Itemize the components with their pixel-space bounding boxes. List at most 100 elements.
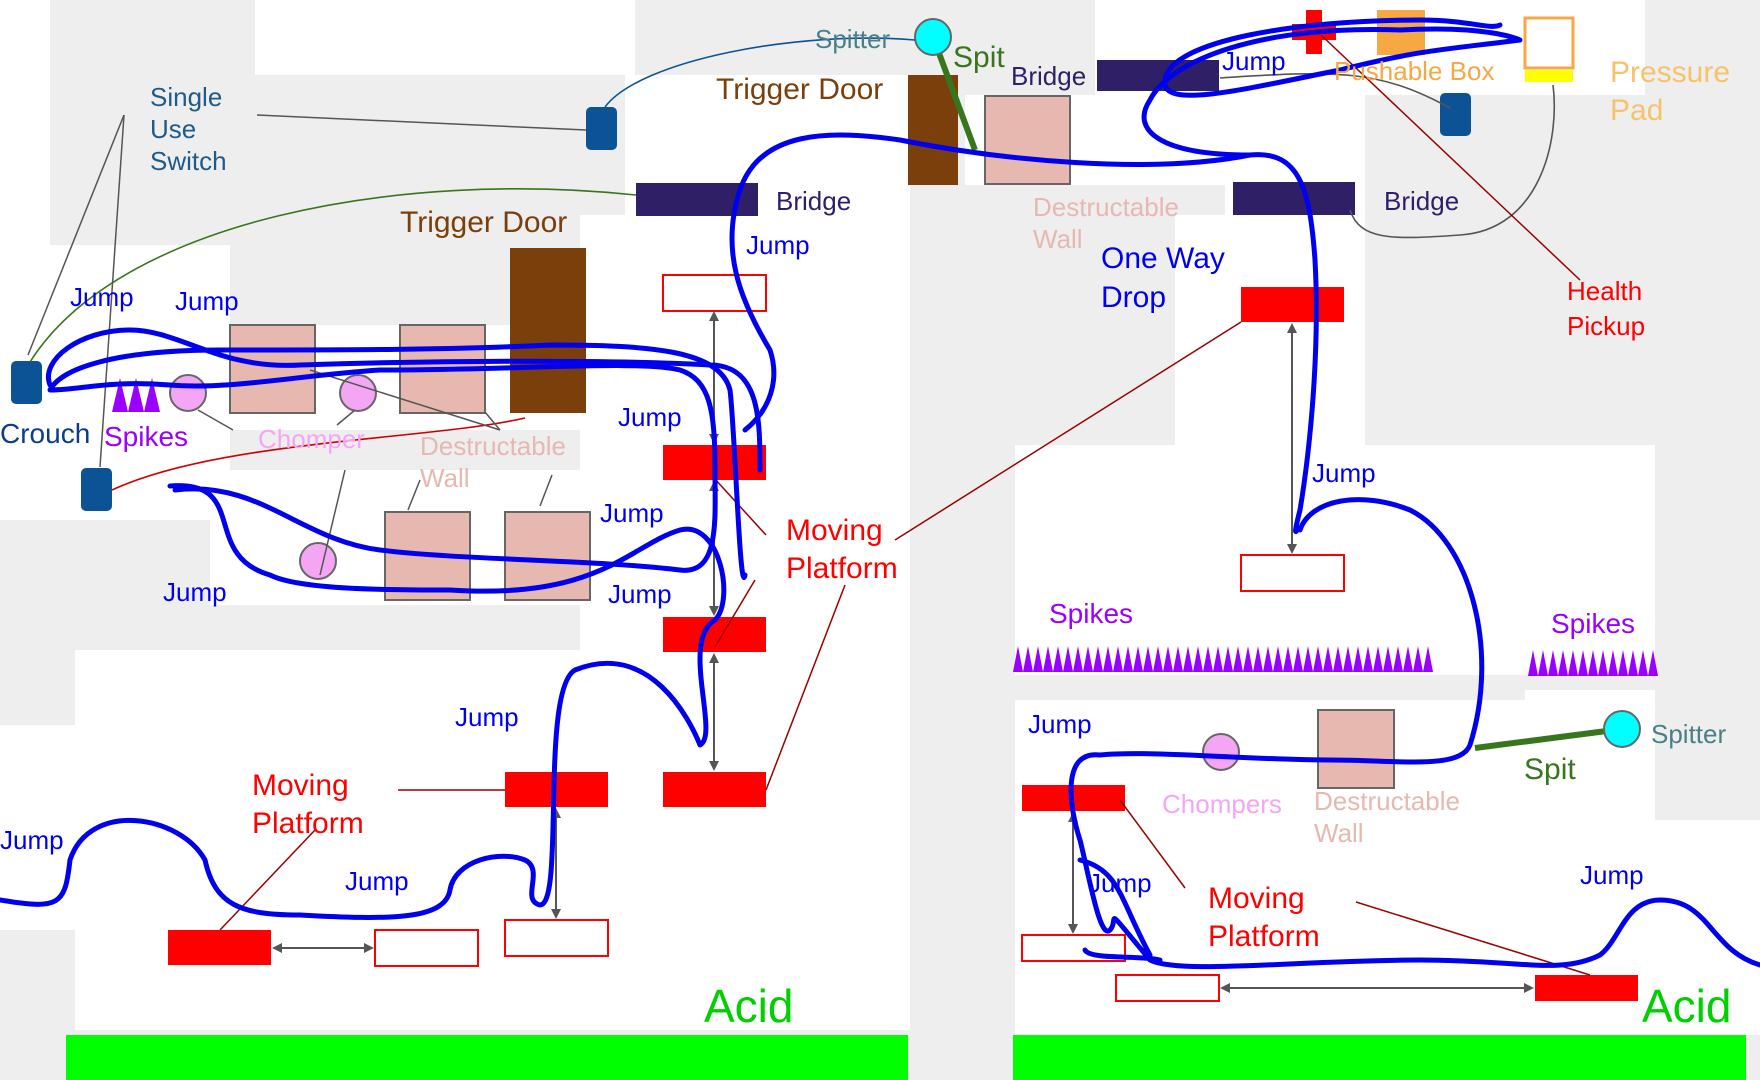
moving-platform-label-2: Platform (786, 552, 898, 585)
jump-label: Jump (608, 579, 672, 609)
pressure-pad-box (1523, 16, 1575, 70)
chompers-label: Chompers (1162, 789, 1282, 819)
spike (1193, 646, 1203, 672)
destructable-wall-label-2: Wall (420, 463, 470, 493)
spike (1383, 646, 1393, 672)
spike (1223, 646, 1233, 672)
moving-platform-destination (1240, 554, 1345, 592)
moving-platform-destination (374, 929, 479, 967)
destructable-wall-label-2: Wall (1314, 818, 1364, 848)
chompers (169, 374, 1240, 771)
spikes-label: Spikes (1049, 598, 1133, 629)
moving-platform-label-1: Moving (1208, 882, 1305, 915)
spike (1233, 646, 1243, 672)
spike (1558, 650, 1568, 676)
spit-stream (1474, 726, 1623, 751)
bridge (1233, 182, 1355, 215)
jump-label: Jump (1312, 458, 1376, 488)
moving-platform (1535, 975, 1638, 1001)
moving-platform (663, 772, 766, 807)
crouch-label: Crouch (0, 418, 90, 449)
destructable-wall-label-1: Destructable (1314, 786, 1460, 816)
acid-pool-left (66, 1035, 908, 1080)
spike (1153, 646, 1163, 672)
jump-label: Jump (618, 402, 682, 432)
spike (1373, 646, 1383, 672)
spike (1588, 650, 1598, 676)
acid-label-right: Acid (1642, 980, 1731, 1032)
jump-label: Jump (175, 286, 239, 316)
player-path (0, 17, 1760, 970)
moving-platform-destination (662, 274, 767, 312)
spike (1618, 650, 1628, 676)
jump-label: Jump (345, 866, 409, 896)
spike (1013, 646, 1023, 672)
spike (1273, 646, 1283, 672)
jump-label: Jump (1028, 709, 1092, 739)
jump-label: Jump (746, 230, 810, 260)
moving-platform-label-1: Moving (786, 514, 883, 547)
bridge-label: Bridge (776, 186, 851, 216)
spikes-label: Spikes (1551, 608, 1635, 639)
moving-platform-label-2: Platform (1208, 920, 1320, 953)
spike (1393, 646, 1403, 672)
one-way-drop-label-2: Drop (1101, 281, 1166, 314)
pressure-pad-label-2: Pad (1610, 94, 1663, 127)
spike (1528, 650, 1538, 676)
spike (1083, 646, 1093, 672)
destructable-wall (229, 324, 316, 414)
spike (1648, 650, 1658, 676)
chomper (169, 374, 207, 412)
spike (1578, 650, 1588, 676)
jump-label: Jump (455, 702, 519, 732)
bridge-label: Bridge (1384, 186, 1459, 216)
trigger-door-label: Trigger Door (400, 206, 567, 239)
spike (1173, 646, 1183, 672)
spike (1123, 646, 1133, 672)
spike (1413, 646, 1423, 672)
spike (1053, 646, 1063, 672)
pressure-pad (1525, 70, 1573, 82)
trigger-door-label: Trigger Door (716, 73, 883, 106)
spike (1073, 646, 1083, 672)
spike (1313, 646, 1323, 672)
single-use-switch (586, 107, 617, 150)
spike (1293, 646, 1303, 672)
spike (1283, 646, 1293, 672)
spikes-right (1528, 650, 1658, 676)
spike (1538, 650, 1548, 676)
spikes-middle (1013, 646, 1433, 672)
single-use-switch (11, 361, 42, 404)
destructable-wall (984, 95, 1071, 185)
spikes-label: Spikes (104, 421, 188, 452)
spike (1628, 650, 1638, 676)
single-use-switch (81, 468, 112, 511)
destructable-wall-label-1: Destructable (420, 431, 566, 461)
spike (1043, 646, 1053, 672)
jump-label: Jump (0, 825, 64, 855)
moving-platform-destination (1115, 974, 1220, 1002)
spike (1033, 646, 1043, 672)
spitters (914, 18, 1641, 751)
acid-pools: Acid Acid (66, 980, 1746, 1080)
spike (1213, 646, 1223, 672)
acid-label-left: Acid (704, 980, 793, 1032)
spike (1163, 646, 1173, 672)
spike (1598, 650, 1608, 676)
spikes-left (112, 378, 160, 412)
bridge-label: Bridge (1011, 61, 1086, 91)
trigger-door (510, 248, 586, 413)
jump-label: Jump (163, 577, 227, 607)
spit-label: Spit (953, 41, 1005, 74)
connection-wires (29, 37, 1556, 491)
single-use-switch-label-1: Single (150, 82, 222, 112)
spike (1023, 646, 1033, 672)
trigger-doors (510, 75, 958, 413)
spitter (914, 18, 952, 56)
spit-stream (930, 35, 978, 152)
spike (1063, 646, 1073, 672)
pushable-box-label: Pushable Box (1334, 56, 1494, 86)
spike (1143, 646, 1153, 672)
spike (1093, 646, 1103, 672)
